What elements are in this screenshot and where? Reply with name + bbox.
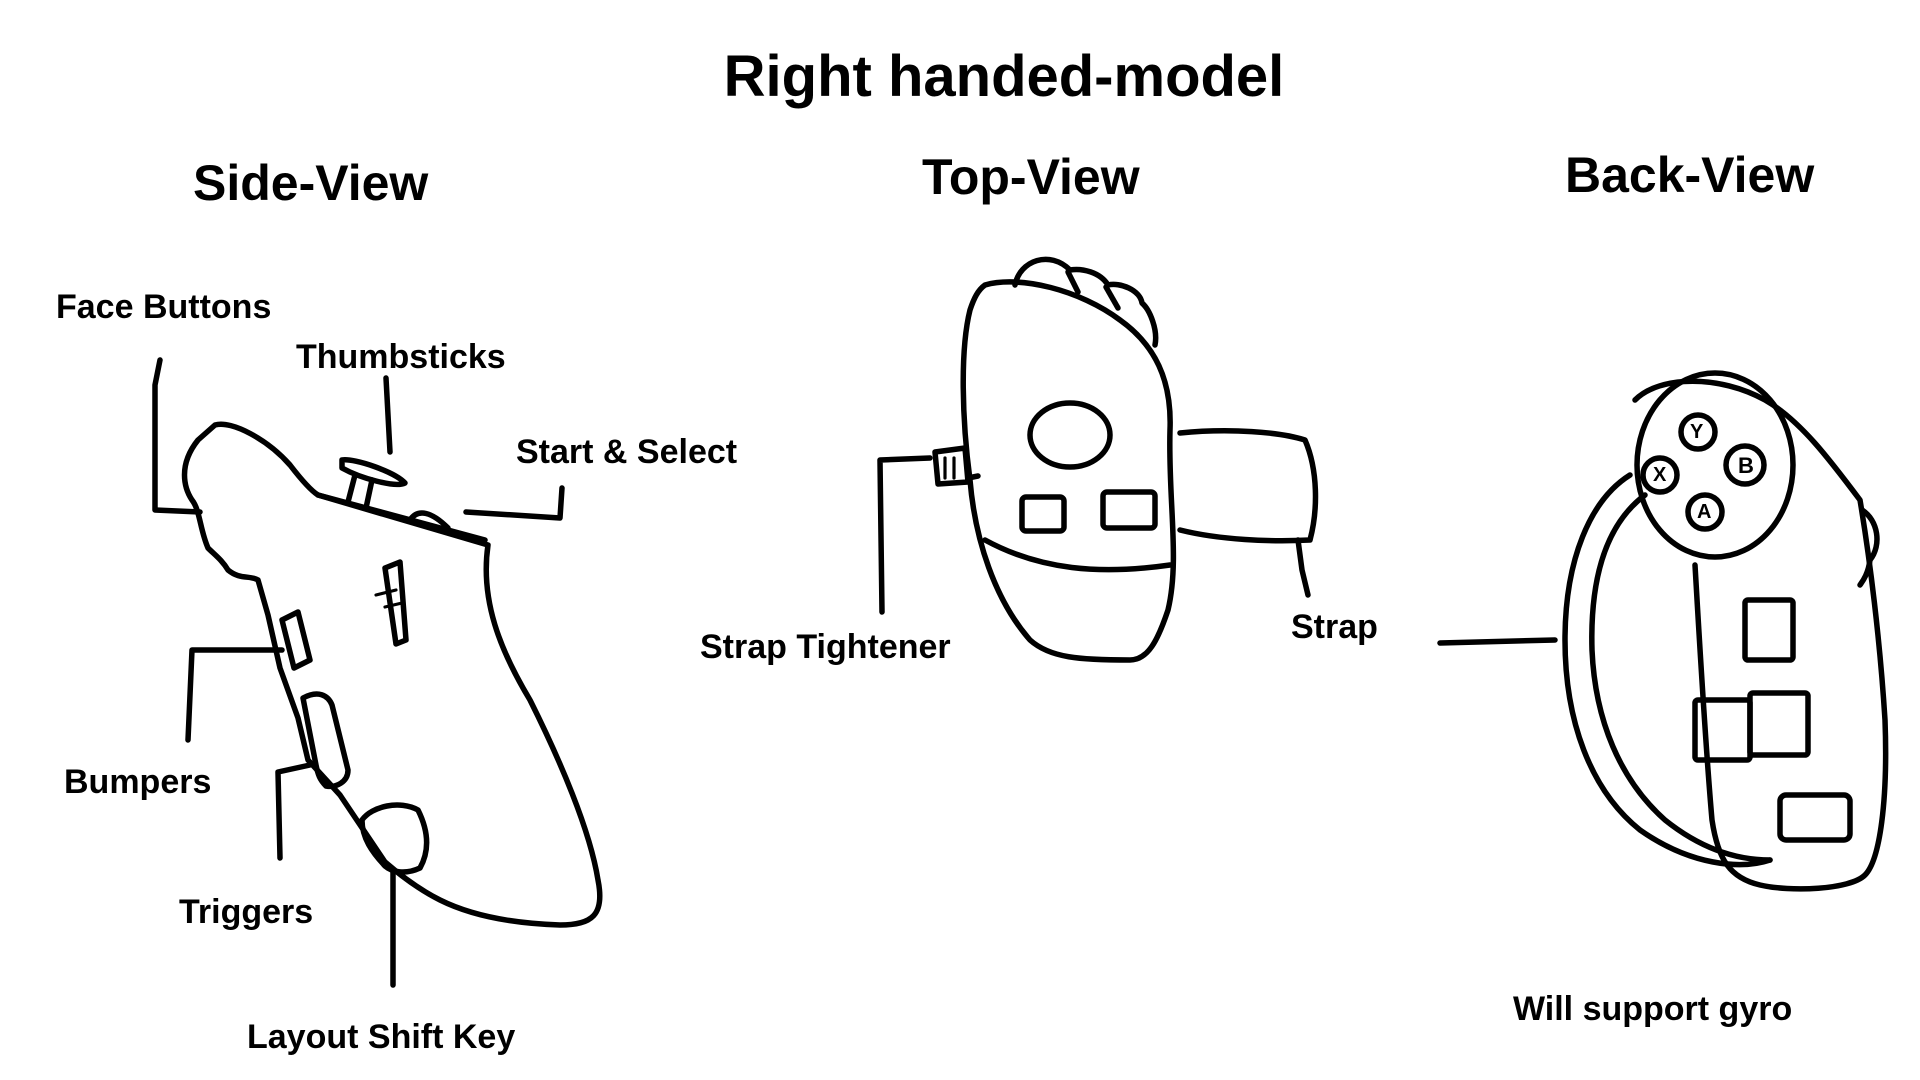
back-view-outer-shell [1562,472,1773,868]
side-view-bumper [279,609,313,671]
leader-bumpers [185,647,285,743]
label-start-select: Start & Select [516,433,738,471]
back-view-button-x [1640,455,1680,495]
side-view-start-select-bump [407,510,451,531]
top-view-body [960,279,1177,663]
back-view-letter-b: B [1738,453,1754,478]
top-view-finger-bumps [1012,256,1159,348]
leader-face-buttons [152,357,203,515]
leader-start-select [463,485,565,521]
back-view-heading: Back-View [1565,147,1815,203]
label-strap: Strap [1291,608,1378,646]
side-view-slot [382,559,409,647]
back-view-letter-a: A [1697,501,1712,523]
top-view-button-left [1019,494,1067,534]
label-gyro-note: Will support gyro [1513,990,1793,1028]
back-view-drawing [1437,370,1889,892]
side-view-heading: Side-View [193,155,429,211]
back-view-side-bump [1857,507,1880,588]
side-view-trigger [300,691,351,790]
top-view-finger-divider-1 [1065,269,1081,295]
label-bumpers: Bumpers [64,763,212,801]
side-view-body-outline [181,421,603,928]
side-view-drawing [152,357,603,988]
leader-thumbsticks [383,375,393,455]
side-view-top-ridge [315,492,488,543]
top-view-thumbstick [1027,400,1113,470]
side-view-slot-line-2 [383,601,404,609]
top-view-button-right [1100,489,1158,531]
back-view-letter-x: X [1653,464,1667,486]
top-view-tightener-link [965,473,981,481]
back-view-button-b [1723,443,1767,487]
back-view-button-a [1685,492,1725,532]
back-view-letter-y: Y [1690,421,1704,443]
page-title: Right handed-model [723,44,1285,109]
side-view-layout-shift-key [359,802,430,875]
top-view-heading: Top-View [922,149,1140,205]
top-view-drawing [877,256,1319,663]
back-view-paddle-1 [1742,597,1796,663]
label-thumbsticks: Thumbsticks [296,338,506,376]
back-view-paddle-4 [1777,792,1853,843]
back-view-face-disk [1634,370,1796,560]
top-view-finger-divider-2 [1103,284,1121,311]
label-layout-shift-key: Layout Shift Key [247,1018,516,1056]
leader-strap [1295,537,1311,598]
back-view-paddle-3 [1747,690,1811,758]
side-view-slot-line-1 [374,588,398,597]
label-strap-tightener: Strap Tightener [700,628,951,666]
back-view-inner-shell [1589,492,1773,863]
label-face-buttons: Face Buttons [56,288,272,326]
top-view-strap [1177,428,1319,544]
back-view-button-y [1678,412,1718,452]
leader-triggers [275,762,313,861]
top-view-lower-line [982,537,1173,573]
side-view-thumbstick-stem-1 [345,472,358,505]
leader-gyro [1437,637,1558,646]
label-triggers: Triggers [179,893,314,931]
side-view-thumbstick-stem-2 [363,477,375,511]
top-view-strap-tightener [932,445,971,487]
leader-strap-tightener [877,455,933,615]
